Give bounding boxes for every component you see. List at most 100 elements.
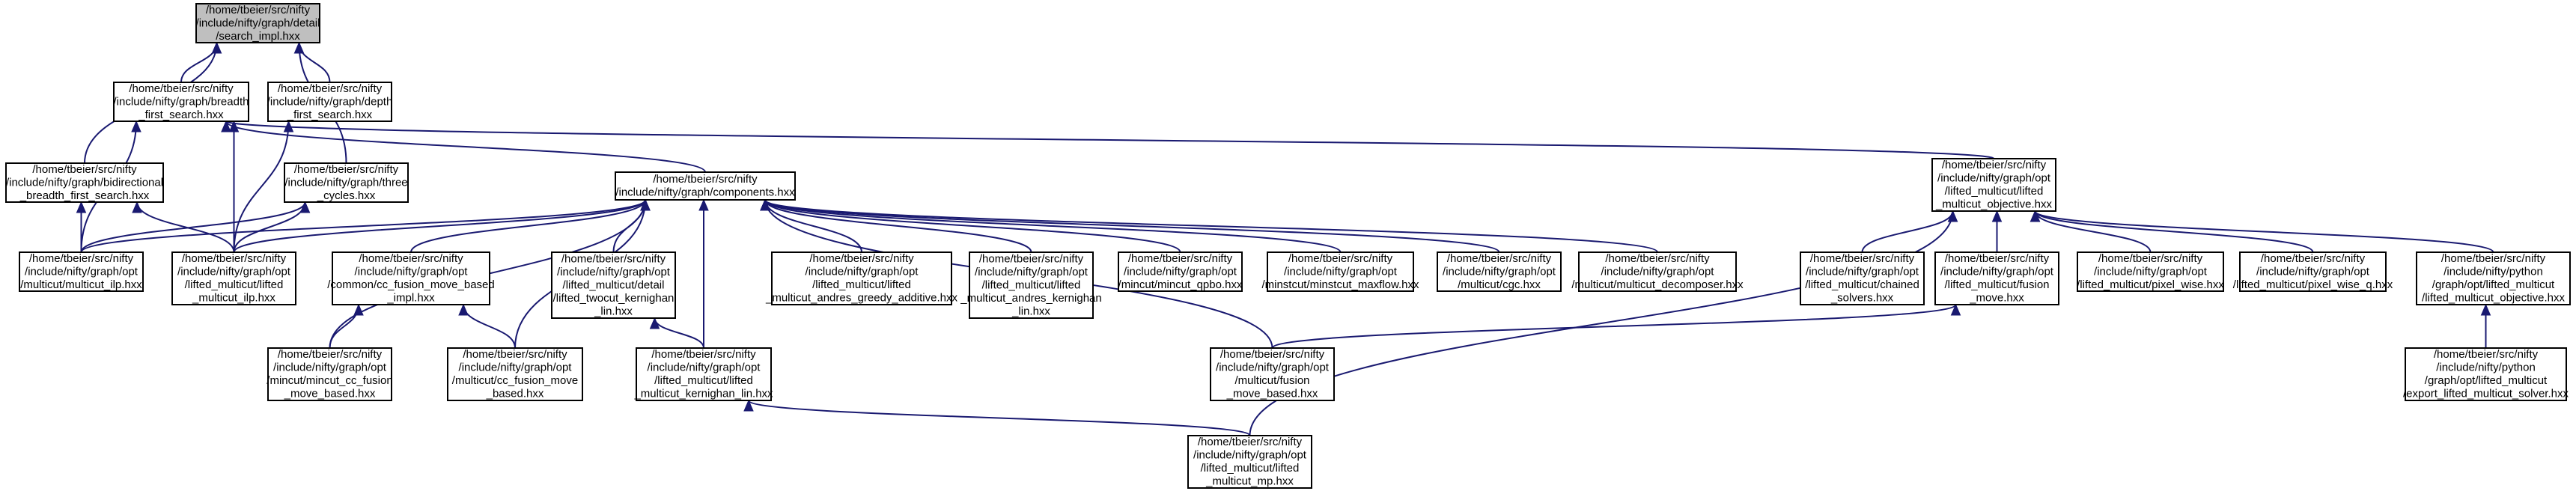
file-node-lifted-multicut-objective[interactable]: /home/tbeier/src/nifty/include/nifty/gra…	[1931, 158, 2056, 212]
file-node-multicut-cc-fusion-move-based[interactable]: /home/tbeier/src/nifty/include/nifty/gra…	[447, 347, 583, 401]
node-box	[284, 162, 409, 203]
node-label-line: /home/tbeier/src/nifty	[1288, 252, 1393, 265]
file-node-lifted-multicut-chained-solvers[interactable]: /home/tbeier/src/nifty/include/nifty/gra…	[1800, 251, 1925, 305]
node-box	[1800, 251, 1925, 305]
file-node-minstcut-maxflow[interactable]: /home/tbeier/src/nifty/include/nifty/gra…	[1261, 251, 1419, 292]
dependency-edge	[80, 201, 306, 253]
file-node-export-lifted-multicut-solver[interactable]: /home/tbeier/src/nifty/include/nifty/pyt…	[2403, 347, 2569, 401]
file-node-cgc[interactable]: /home/tbeier/src/nifty/include/nifty/gra…	[1437, 251, 1562, 292]
node-label-line: /lifted_multicut/fusion	[1944, 278, 2049, 291]
node-box	[2239, 251, 2387, 292]
node-label-line: /home/tbeier/src/nifty	[1810, 252, 1915, 265]
arrowhead-icon	[353, 303, 364, 316]
node-label-line: /include/nifty/graph/depth	[267, 95, 393, 108]
node-label-line: /home/tbeier/src/nifty	[294, 163, 399, 176]
file-node-search-impl[interactable]: /home/tbeier/src/nifty/include/nifty/gra…	[195, 3, 320, 43]
node-label-line: /home/tbeier/src/nifty	[1447, 252, 1552, 265]
node-label-line: /include/nifty/graph/opt	[557, 266, 671, 278]
node-label-line: _move_based.hxx	[1226, 388, 1318, 400]
file-node-pixel-wise[interactable]: /home/tbeier/src/nifty/include/nifty/gra…	[2077, 251, 2224, 292]
node-label-line: /include/nifty/graph/opt	[1937, 172, 2051, 185]
arrowhead-icon	[760, 198, 770, 211]
node-label-line: _multicut_objective.hxx	[1935, 198, 2053, 211]
node-label-line: /minstcut/minstcut_maxflow.hxx	[1261, 278, 1419, 291]
dependency-edge	[1271, 304, 1957, 349]
node-label-line: _lin.hxx	[594, 305, 633, 317]
arrowhead-icon	[640, 198, 651, 211]
node-label-line: /include/nifty/graph/opt	[459, 362, 573, 374]
node-label-line: /export_lifted_multicut_solver.hxx	[2403, 388, 2569, 400]
node-label-line: _impl.hxx	[386, 292, 435, 305]
file-node-lifted-multicut-andres-kernighan-lin[interactable]: /home/tbeier/src/nifty/include/nifty/gra…	[960, 251, 1102, 319]
file-node-mincut-qpbo[interactable]: /home/tbeier/src/nifty/include/nifty/gra…	[1118, 251, 1243, 292]
node-label-line: /home/tbeier/src/nifty	[278, 348, 383, 361]
node-box	[1267, 251, 1414, 292]
node-label-line: /include/nifty/graph/opt	[1443, 265, 1556, 278]
file-node-multicut-ilp[interactable]: /home/tbeier/src/nifty/include/nifty/gra…	[19, 251, 144, 292]
node-box	[2405, 347, 2567, 401]
file-node-breadth-first-search[interactable]: /home/tbeier/src/nifty/include/nifty/gra…	[113, 82, 249, 122]
node-label-line: /include/nifty/graph/opt	[1193, 449, 1307, 462]
node-label-line: /include/nifty/graph/opt	[975, 266, 1088, 278]
file-node-lifted-multicut-andres-greedy-additive[interactable]: /home/tbeier/src/nifty/include/nifty/gra…	[765, 251, 957, 305]
node-label-line: /multicut/cc_fusion_move	[452, 374, 578, 387]
file-node-multicut-decomposer[interactable]: /home/tbeier/src/nifty/include/nifty/gra…	[1571, 251, 1744, 292]
arrowhead-icon	[221, 120, 231, 132]
node-label-line: /search_impl.hxx	[216, 30, 300, 43]
dependency-edge	[764, 199, 1500, 253]
arrowhead-icon	[2030, 210, 2041, 222]
node-label-line: /lifted_multicut/chained	[1805, 278, 1919, 291]
node-label-line: /home/tbeier/src/nifty	[1128, 252, 1233, 265]
file-node-lifted-multicut-mp[interactable]: /home/tbeier/src/nifty/include/nifty/gra…	[1187, 435, 1312, 489]
file-node-mincut-cc-fusion-move-based[interactable]: /home/tbeier/src/nifty/include/nifty/gra…	[267, 347, 393, 401]
node-label-line: /common/cc_fusion_move_based	[327, 278, 494, 291]
node-label-line: /home/tbeier/src/nifty	[561, 252, 666, 265]
file-node-lifted-multicut-kernighan-lin[interactable]: /home/tbeier/src/nifty/include/nifty/gra…	[633, 347, 773, 401]
node-label-line: /multicut/fusion	[1234, 374, 1309, 387]
node-label-line: /home/tbeier/src/nifty	[2098, 252, 2203, 265]
file-node-multicut-fusion-move-based[interactable]: /home/tbeier/src/nifty/include/nifty/gra…	[1210, 347, 1335, 401]
file-node-python-lifted-multicut-objective[interactable]: /home/tbeier/src/nifty/include/nifty/pyt…	[2416, 251, 2571, 305]
arrowhead-icon	[76, 201, 87, 213]
node-label-line: _multicut_andres_greedy_additive.hxx	[765, 292, 957, 305]
node-label-line: /graph/opt/lifted_multicut	[2425, 374, 2548, 387]
node-label-line: /home/tbeier/src/nifty	[1220, 348, 1325, 361]
node-label-line: /include/nifty/graph/opt	[355, 266, 469, 278]
node-label-line: /home/tbeier/src/nifty	[653, 173, 758, 186]
node-label-line: /home/tbeier/src/nifty	[979, 252, 1084, 265]
node-label-line: /include/nifty/graph/bidirectional	[6, 176, 163, 189]
file-node-lifted-multicut-ilp[interactable]: /home/tbeier/src/nifty/include/nifty/gra…	[171, 251, 296, 305]
arrowhead-icon	[131, 120, 141, 132]
node-label-line: /lifted_multicut/lifted	[654, 374, 753, 387]
node-label-line: /include/nifty/graph/opt	[1601, 265, 1715, 278]
node-label-line: _move.hxx	[1969, 292, 2024, 305]
arrowhead-icon	[211, 41, 222, 54]
node-label-line: /lifted_multicut/lifted	[1945, 185, 2044, 198]
file-node-lifted-twocut-kernighan-lin[interactable]: /home/tbeier/src/nifty/include/nifty/gra…	[551, 251, 676, 319]
file-node-lifted-multicut-fusion-move[interactable]: /home/tbeier/src/nifty/include/nifty/gra…	[1934, 251, 2059, 305]
arrowhead-icon	[293, 41, 305, 54]
node-label-line: /lifted_multicut/detail	[563, 278, 665, 291]
node-box	[171, 251, 296, 305]
arrowhead-icon	[1991, 210, 2003, 222]
file-node-pixel-wise-q[interactable]: /home/tbeier/src/nifty/include/nifty/gra…	[2233, 251, 2393, 292]
node-label-line: /home/tbeier/src/nifty	[32, 163, 137, 176]
node-label-line: _first_search.hxx	[287, 109, 373, 121]
dependency-edge	[748, 400, 1251, 436]
node-label-line: /home/tbeier/src/nifty	[182, 252, 287, 265]
node-label-line: _solvers.hxx	[1830, 292, 1894, 305]
node-label-line: /home/tbeier/src/nifty	[2261, 252, 2366, 265]
file-node-bidirectional-bfs[interactable]: /home/tbeier/src/nifty/include/nifty/gra…	[5, 162, 164, 203]
file-node-three-cycles[interactable]: /home/tbeier/src/nifty/include/nifty/gra…	[284, 162, 409, 203]
node-label-line: /home/tbeier/src/nifty	[651, 348, 756, 361]
node-label-line: _first_search.hxx	[138, 109, 224, 121]
file-node-cc-fusion-move-based-impl[interactable]: /home/tbeier/src/nifty/include/nifty/gra…	[327, 251, 495, 305]
file-node-depth-first-search[interactable]: /home/tbeier/src/nifty/include/nifty/gra…	[267, 82, 393, 122]
file-node-components[interactable]: /home/tbeier/src/nifty/include/nifty/gra…	[615, 171, 796, 201]
dependency-edge	[764, 199, 1658, 253]
node-label-line: /home/tbeier/src/nifty	[29, 252, 134, 265]
arrowhead-icon	[458, 303, 469, 316]
node-label-line: /multicut/multicut_decomposer.hxx	[1571, 278, 1744, 291]
node-box	[332, 251, 490, 305]
